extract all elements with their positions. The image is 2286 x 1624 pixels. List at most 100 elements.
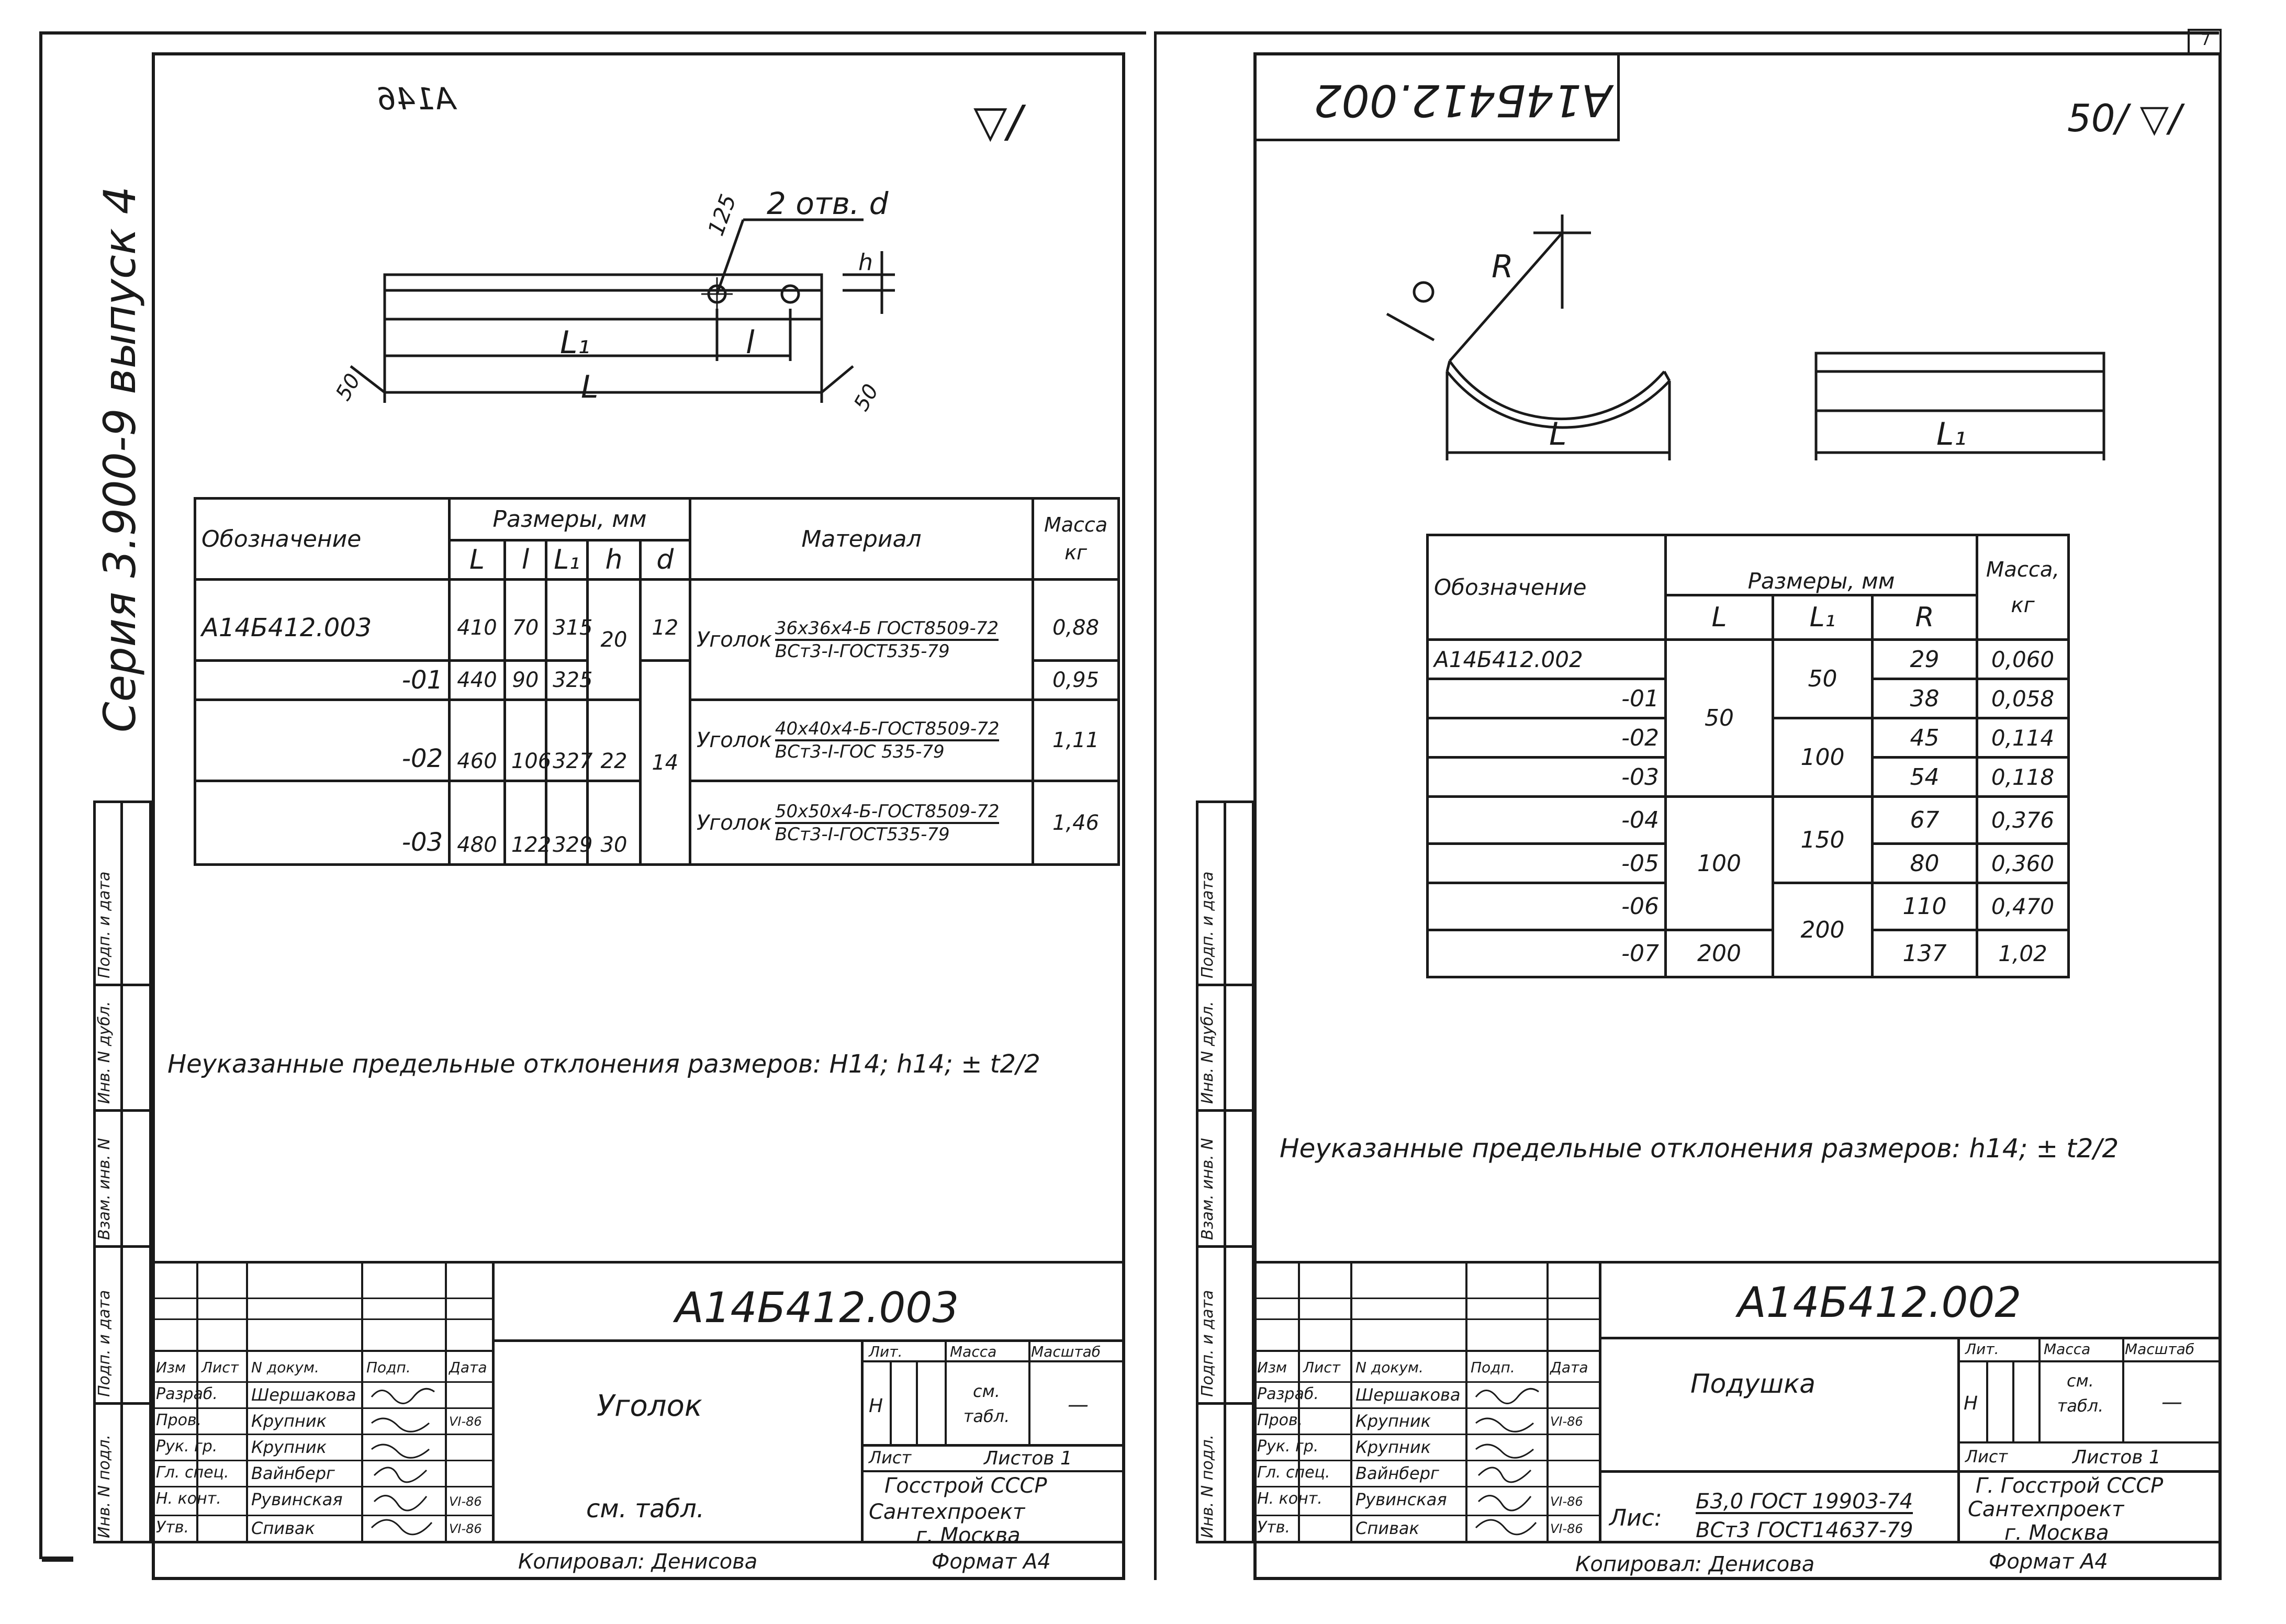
stamp-sep [1196, 1109, 1254, 1112]
date-prov: VI-86 [1550, 1414, 1583, 1429]
tb-col [1298, 1261, 1300, 1543]
top-corner-code: А146 [377, 81, 456, 117]
role-prov: Пров. [1257, 1411, 1303, 1429]
row-R: 54 [1870, 756, 1979, 798]
row-l: 70 [503, 578, 548, 662]
date-nkont: VI-86 [1550, 1494, 1583, 1509]
col-data: Дата [449, 1359, 487, 1376]
role-ruk: Рук. гр. [156, 1437, 218, 1456]
tb-divider [945, 1339, 947, 1444]
tb-row [152, 1515, 492, 1516]
row-mass: 0,376 [1976, 795, 2070, 845]
table-row: -04 100 150 67 0,376 [1426, 795, 2070, 931]
material-bottom: ВСт3-I-ГОСТ535-79 [775, 640, 950, 662]
surface-roughness-mark: ▽/ [973, 96, 1022, 147]
name-nkont: Рувинская [1355, 1490, 1447, 1509]
stamp-podp-data-2: Подп. и дата [95, 871, 114, 978]
row-mass: 0,88 [1032, 578, 1120, 662]
mass-label: Масса [2044, 1340, 2091, 1358]
row-R: 80 [1870, 842, 1979, 884]
right-drawing-code: А14Б412.002 [1738, 1278, 2022, 1327]
tb-col [361, 1261, 363, 1543]
tb-divider [2038, 1337, 2041, 1441]
tb-row [152, 1460, 492, 1461]
stamp-divider [1224, 800, 1226, 1543]
tb-divider [916, 1360, 918, 1444]
dim-L-label: L [1549, 416, 1567, 453]
dim-h-label: h [858, 249, 873, 276]
row-L1: 329 [545, 780, 592, 866]
group-L1-200: 200 [1772, 882, 1874, 978]
dim-L1-label: L₁ [560, 324, 590, 361]
dim-L1-label: L₁ [1936, 416, 1967, 453]
tb-divider [492, 1339, 1125, 1342]
angle-sizes-table: Обозначение Размеры, мм Материал Масса к… [193, 497, 1120, 866]
tb-row [152, 1434, 492, 1435]
table-row: А14Б412.002 50 50 29 0,060 [1426, 638, 2070, 798]
role-razrab: Разраб. [1257, 1385, 1319, 1403]
holes-label: 2 отв. d [767, 186, 889, 221]
row-R: 29 [1870, 638, 1979, 680]
role-ruk: Рук. гр. [1257, 1437, 1319, 1456]
tb-divider [1599, 1337, 2222, 1339]
material-prefix: Лис: [1609, 1505, 1662, 1531]
row-mass: 0,95 [1032, 659, 1120, 701]
table-row: А14Б412.003 410 70 315 20 12 Уголок 36x3… [193, 578, 1120, 701]
header-sizes: Размеры, мм [448, 497, 691, 542]
left-material-ref: см. табл. [586, 1494, 705, 1524]
lit-value: Н [869, 1395, 883, 1417]
material-top: 50x50x4-Б-ГОСТ8509-72 [775, 801, 1000, 824]
stamp-podp-data: Подп. и дата [95, 1290, 114, 1397]
material-prefix: Уголок [696, 627, 772, 652]
tolerance-note: Неуказанные предельные отклонения размер… [167, 1050, 1040, 1079]
tb-divider [1957, 1360, 2222, 1362]
row-R: 45 [1870, 717, 1979, 759]
header-designation: Обозначение [1426, 534, 1667, 641]
tb-row [1253, 1460, 1599, 1461]
row-l: 122 [503, 780, 551, 866]
role-nkont: Н. конт. [156, 1490, 221, 1508]
scale-value: — [1068, 1393, 1089, 1417]
row-designation: -02 [1426, 717, 1667, 759]
material-bottom: ВСт3-I-ГОСТ535-79 [775, 824, 950, 845]
table-row: -05 80 0,360 [1426, 842, 2070, 884]
subheader-R: R [1870, 594, 1979, 641]
tb-divider [1957, 1441, 2222, 1443]
name-razrab: Шершакова [1355, 1385, 1461, 1405]
row-designation: -07 [1426, 929, 1667, 978]
name-glspec: Вайнберг [251, 1463, 335, 1483]
stamp-inv-dubl: Инв. N дубл. [1198, 1001, 1217, 1104]
material-prefix: Уголок [696, 810, 772, 835]
stamp-inv-podl: Инв. N подл. [95, 1434, 114, 1538]
role-nkont: Н. конт. [1257, 1490, 1323, 1508]
role-glspec: Гл. спец. [156, 1463, 229, 1482]
row-material: Уголок 50x50x4-Б-ГОСТ8509-72 ВСт3-I-ГОСТ… [688, 780, 1035, 866]
tb-row [1253, 1318, 1599, 1320]
header-sizes: Размеры, мм [1664, 534, 1979, 596]
table-row: -02 460 106 327 22 Уголок 40x40x4-Б-ГОСТ… [193, 698, 1120, 782]
sheets-label: Листов 1 [2072, 1447, 2161, 1468]
row-designation: А14Б412.003 [193, 578, 451, 662]
col-data: Дата [1550, 1359, 1588, 1376]
right-top-border [1157, 31, 2219, 35]
tb-row [152, 1298, 492, 1299]
group-L-50: 50 [1664, 638, 1774, 798]
cushion-part-drawing [1386, 215, 2105, 460]
tb-row [1253, 1298, 1599, 1299]
sheet-label: Лист [869, 1448, 912, 1468]
tolerance-note: Неуказанные предельные отклонения размер… [1280, 1133, 2119, 1164]
role-utv: Утв. [1257, 1518, 1290, 1537]
group-L-100: 100 [1664, 795, 1774, 931]
mass-value: см. табл. [963, 1381, 1010, 1426]
col-podp: Подп. [366, 1359, 411, 1376]
table-row: -03 54 0,118 [1426, 756, 2070, 798]
radius-label: R [1492, 249, 1514, 285]
scale-label: Масштаб [2125, 1340, 2195, 1358]
tb-row [152, 1486, 492, 1487]
sheets-label: Листов 1 [984, 1448, 1072, 1469]
col-ndokum: N докум. [251, 1359, 319, 1376]
sheet-label: Лист [1965, 1447, 2008, 1467]
format-label: Формат А4 [1989, 1550, 2108, 1574]
group-L1-50: 50 [1772, 638, 1874, 719]
cushion-sizes-table: Обозначение Размеры, мм Масса, кг L L₁ R… [1426, 534, 2070, 978]
